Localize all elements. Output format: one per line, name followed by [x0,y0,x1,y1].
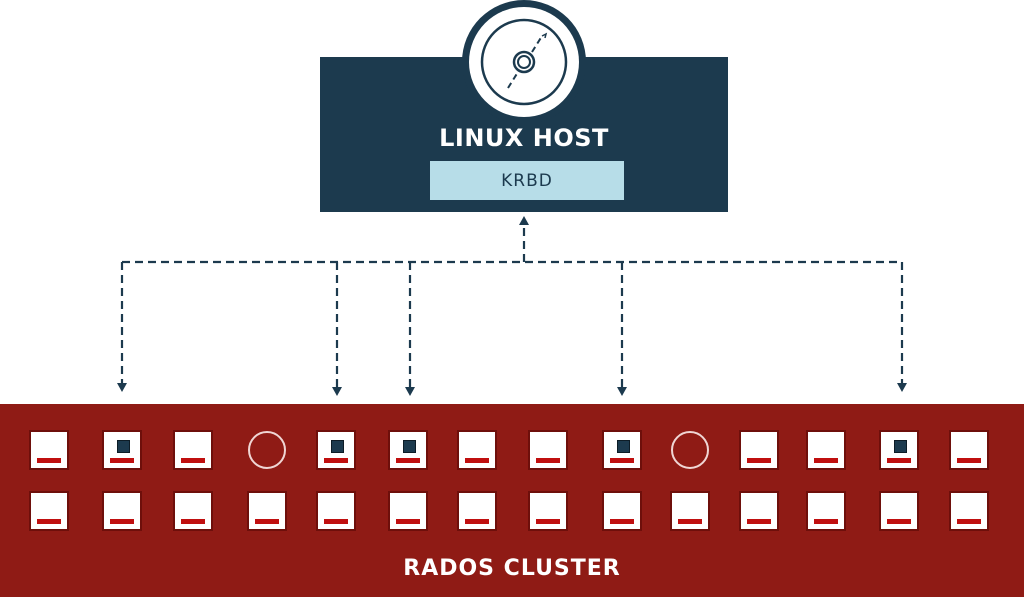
osd-node [173,491,213,531]
osd-node [247,491,287,531]
osd-node-active [102,430,142,470]
osd-node [173,430,213,470]
osd-status-bar [814,458,838,463]
data-object-icon [617,440,630,453]
krbd-module: KRBD [430,161,624,200]
osd-status-bar [396,519,420,524]
osd-status-bar [957,458,981,463]
osd-status-bar [747,519,771,524]
osd-status-bar [255,519,279,524]
osd-status-bar [887,458,911,463]
osd-node-active [388,430,428,470]
host-title: LINUX HOST [439,124,609,152]
osd-status-bar [957,519,981,524]
osd-status-bar [465,519,489,524]
osd-status-bar [181,519,205,524]
osd-status-bar [610,458,634,463]
osd-node [316,491,356,531]
empty-node-slot [247,430,287,470]
empty-slot-ring-icon [671,431,709,469]
arrow-down-icon [405,387,415,396]
osd-status-bar [324,458,348,463]
osd-node [806,430,846,470]
arrow-down-icon [332,387,342,396]
osd-node [670,491,710,531]
arrow-down-icon [617,387,627,396]
osd-status-bar [536,458,560,463]
osd-node [739,491,779,531]
osd-status-bar [814,519,838,524]
osd-status-bar [324,519,348,524]
osd-node [102,491,142,531]
osd-node [29,491,69,531]
osd-node-active [879,430,919,470]
osd-node-active [316,430,356,470]
osd-node [739,430,779,470]
osd-status-bar [678,519,702,524]
osd-status-bar [610,519,634,524]
osd-status-bar [37,458,61,463]
rados-cluster [0,404,1024,597]
empty-node-slot [670,430,710,470]
cluster-title: RADOS CLUSTER [403,556,621,581]
osd-status-bar [181,458,205,463]
osd-node [528,491,568,531]
osd-status-bar [110,519,134,524]
osd-status-bar [110,458,134,463]
osd-node [29,430,69,470]
osd-node [602,491,642,531]
osd-node [949,491,989,531]
osd-status-bar [536,519,560,524]
osd-node [457,491,497,531]
osd-node-active [602,430,642,470]
disk-icon [462,0,586,124]
data-object-icon [117,440,130,453]
empty-slot-ring-icon [248,431,286,469]
osd-status-bar [887,519,911,524]
arrow-down-icon [897,383,907,392]
data-object-icon [331,440,344,453]
krbd-label: KRBD [501,170,553,191]
osd-status-bar [396,458,420,463]
osd-node [806,491,846,531]
osd-node [879,491,919,531]
osd-status-bar [37,519,61,524]
osd-node [949,430,989,470]
arrow-up-icon [519,216,529,225]
osd-node [388,491,428,531]
osd-status-bar [465,458,489,463]
osd-status-bar [747,458,771,463]
arrow-down-icon [117,383,127,392]
data-object-icon [894,440,907,453]
data-object-icon [403,440,416,453]
osd-node [457,430,497,470]
osd-node [528,430,568,470]
